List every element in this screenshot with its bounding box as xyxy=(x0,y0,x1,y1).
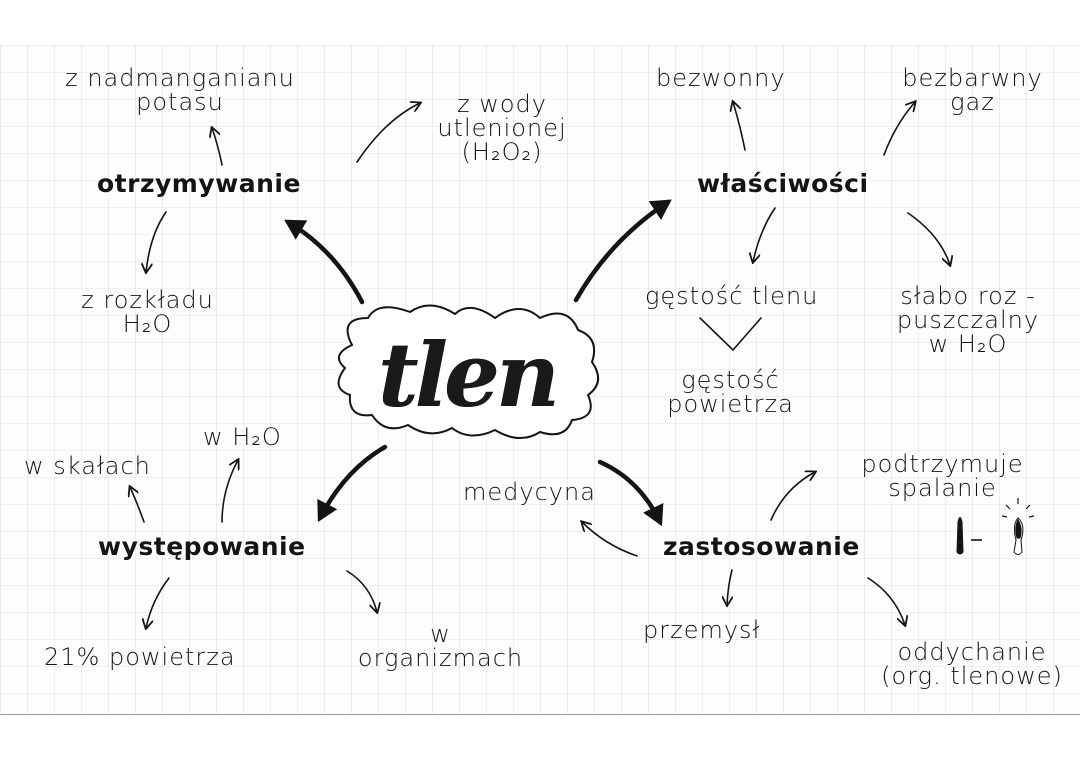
arrow-to-otrzymywanie xyxy=(284,219,365,305)
node-medycyna: medycyna xyxy=(463,478,596,506)
node-gestosc-tlenu: gęstość tlenu xyxy=(645,282,819,310)
center-topic: tlen xyxy=(377,323,560,427)
cloud-outline xyxy=(337,304,599,439)
candle-icon xyxy=(956,498,1035,555)
node-bezbarwny-gaz: bezbarwny gaz xyxy=(902,64,1043,116)
node-bezwonny: bezwonny xyxy=(656,64,786,92)
node-rozklad-wody: z rozkładu H₂O xyxy=(81,286,214,338)
node-gestosc-powietrza: gęstość powietrza xyxy=(667,366,794,418)
branch-otrzymywanie: otrzymywanie xyxy=(97,169,301,198)
node-w-organizmach: w organizmach xyxy=(357,620,524,672)
node-oddychanie: oddychanie (org. tlenowe) xyxy=(881,638,1063,690)
arrow-to-wlasciwosci xyxy=(573,199,672,303)
node-21-procent-powietrza: 21% powietrza xyxy=(44,643,236,671)
page-edge-line xyxy=(0,714,1080,715)
branch-wlasciwosci: właściwości xyxy=(697,169,869,198)
branch-zastosowanie: zastosowanie xyxy=(663,532,860,561)
node-w-wodzie: w H₂O xyxy=(203,423,282,451)
arrow-to-wystepowanie xyxy=(317,444,388,522)
node-slabo-rozpuszczalny: słabo roz - puszczalny w H₂O xyxy=(896,282,1040,358)
node-przemysl: przemysł xyxy=(643,616,761,644)
node-woda-utleniona: z wody utlenionej (H₂O₂) xyxy=(437,90,567,166)
branch-wystepowanie: występowanie xyxy=(98,532,306,561)
node-nadmanganian: z nadmanganianu potasu xyxy=(65,64,295,116)
greater-than-symbol xyxy=(699,317,762,352)
arrow-to-zastosowanie xyxy=(597,459,664,527)
node-podtrzymuje-spalanie: podtrzymuje spalanie xyxy=(861,450,1024,502)
node-w-skalach: w skałach xyxy=(24,452,151,480)
